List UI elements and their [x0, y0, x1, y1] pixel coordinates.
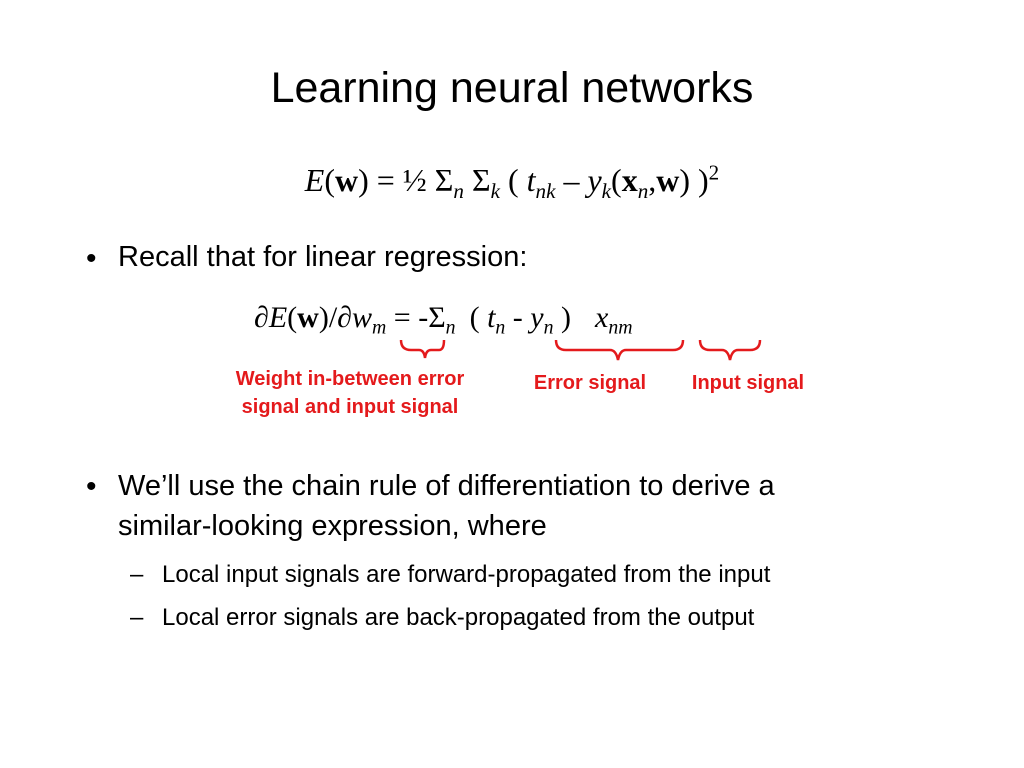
eq2-slash: )/∂: [318, 301, 352, 334]
eq1-sum-k: Σ: [463, 162, 491, 198]
eq2-x: x: [595, 301, 609, 334]
sub-bullet-text-1: Local input signals are forward-propagat…: [162, 561, 771, 588]
eq2-sub-n2: n: [495, 316, 506, 339]
bullet-text-2: We’ll use the chain rule of differentiat…: [118, 466, 775, 546]
error-signal-annotation: Error signal: [533, 372, 647, 394]
eq1-open: (: [324, 162, 335, 198]
eq2-w: w: [297, 301, 319, 334]
eq2-sub-n3: n: [543, 316, 554, 339]
slide-title: Learning neural networks: [270, 64, 754, 112]
brace-error: [554, 339, 685, 361]
eq1-open-x: (: [611, 162, 622, 198]
brace-weight: [399, 339, 446, 359]
weight-annotation-line2: signal and input signal: [241, 396, 459, 418]
gradient-equation: ∂E(w)/∂wm = -Σn( tn - yn )xnm: [254, 301, 633, 338]
bullet-marker-2: •: [86, 470, 97, 503]
eq1-x: x: [621, 162, 638, 198]
eq1-sub-nk: nk: [535, 178, 556, 203]
eq1-w2: w: [656, 162, 680, 198]
eq1-t: t: [526, 162, 536, 198]
error-function-equation: E(w) = ½ Σn Σk ( tnk – yk(xn,w) )2: [0, 162, 1024, 201]
sub-bullet-text-2: Local error signals are back-propagated …: [162, 604, 755, 631]
eq1-comma: ,: [648, 162, 657, 198]
bullet-marker-1: •: [86, 242, 97, 275]
weight-annotation: Weight in-between error signal and input…: [200, 365, 500, 421]
eq1-sub-n2: n: [637, 178, 649, 203]
bullet-text-2-line2: similar-looking expression, where: [118, 510, 547, 542]
bullet-text-1: Recall that for linear regression:: [118, 241, 528, 273]
eq1-minus-y: – y: [555, 162, 602, 198]
sub-bullet-marker-1: –: [130, 561, 144, 588]
eq2-close: ): [553, 301, 572, 334]
eq1-power: 2: [708, 160, 720, 185]
sub-bullet-marker-2: –: [130, 604, 144, 631]
bullet-text-2-line1: We’ll use the chain rule of differentiat…: [118, 470, 775, 502]
eq2-open: (: [287, 301, 298, 334]
eq2-open-t: (: [469, 301, 488, 334]
input-signal-annotation: Input signal: [691, 372, 805, 394]
eq2-eq-sum: = -Σ: [386, 301, 446, 334]
eq2-y: y: [530, 301, 544, 334]
eq1-close: ) ): [679, 162, 709, 198]
eq1-sub-n: n: [453, 178, 464, 203]
eq2-w-m: w: [351, 301, 372, 334]
eq2-minus: -: [505, 301, 531, 334]
eq2-sub-nm: nm: [608, 316, 633, 339]
eq1-sub-k: k: [490, 178, 500, 203]
eq2-sub-m: m: [372, 316, 387, 339]
eq2-t: t: [487, 301, 496, 334]
eq2-partial-E: ∂E: [254, 301, 288, 334]
brace-input: [698, 339, 762, 361]
eq2-sub-n: n: [445, 316, 456, 339]
eq1-w: w: [334, 162, 359, 198]
eq1-sub-k2: k: [601, 178, 612, 203]
weight-annotation-line1: Weight in-between error: [235, 368, 465, 390]
eq1-half-sum: ) = ½ Σ: [358, 162, 454, 198]
eq1-paren: (: [499, 162, 527, 198]
eq1-E: E: [304, 162, 325, 198]
